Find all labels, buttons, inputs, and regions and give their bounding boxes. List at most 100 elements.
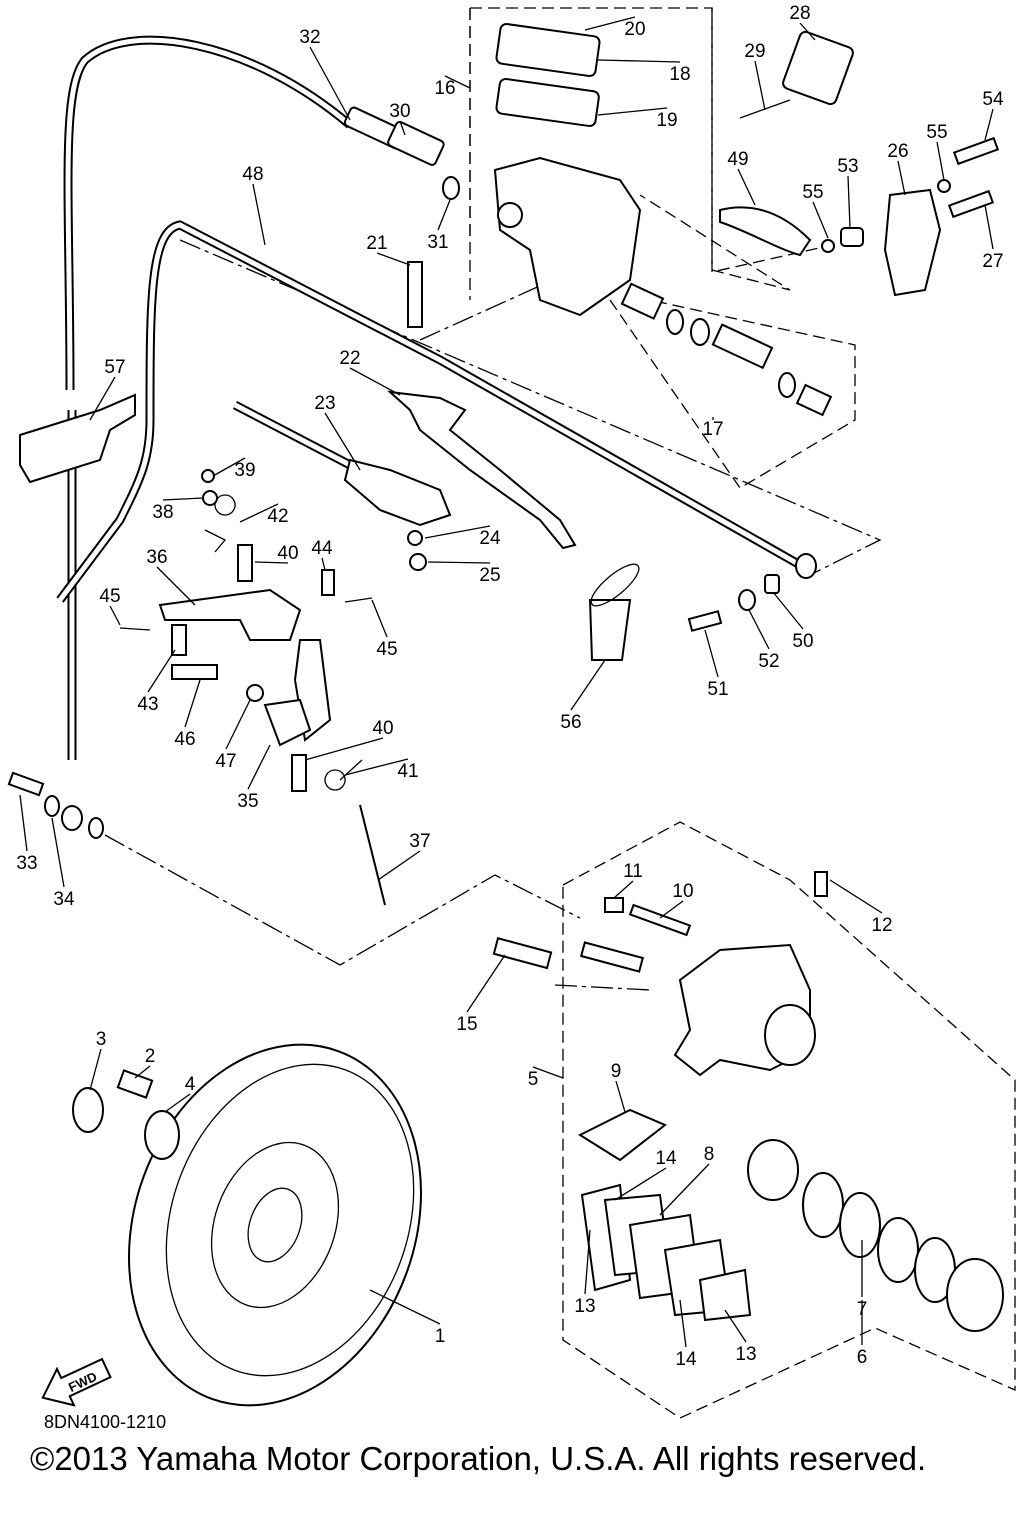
callout-17: 17 [702, 419, 723, 440]
callout-48: 48 [242, 164, 263, 185]
washer-4 [144, 1110, 180, 1160]
collar-53 [840, 227, 864, 247]
callout-11: 11 [623, 861, 643, 882]
leader-line [724, 1309, 747, 1343]
callout-3: 3 [96, 1029, 107, 1050]
callout-18: 18 [669, 64, 690, 85]
callout-6: 6 [857, 1347, 868, 1368]
callout-13: 13 [735, 1344, 756, 1365]
adjuster-30 [387, 120, 445, 166]
bracket-26 [883, 188, 942, 297]
leader-line [399, 120, 406, 136]
leader-line [369, 1289, 441, 1325]
callout-14: 14 [655, 1148, 677, 1169]
lever-holder-23 [343, 458, 452, 527]
leader-line [679, 1299, 687, 1348]
callout-26: 26 [887, 141, 908, 162]
callout-38: 38 [152, 502, 173, 523]
leader-line [466, 954, 506, 1013]
leader-line [659, 900, 684, 919]
callout-42: 42 [267, 506, 288, 527]
pad-spring-9 [577, 1108, 667, 1162]
pin-40 [237, 544, 253, 582]
callout-34: 34 [53, 889, 75, 910]
callout-45: 45 [376, 639, 397, 660]
leader-line [737, 168, 756, 206]
callout-15: 15 [456, 1014, 477, 1035]
callout-13: 13 [574, 1296, 595, 1317]
leader-line [597, 107, 668, 116]
leader-line [614, 1167, 667, 1201]
callout-55: 55 [802, 182, 823, 203]
bleed-screw-12 [814, 871, 828, 897]
callout-36: 36 [146, 547, 167, 568]
callout-21: 21 [366, 233, 387, 254]
callout-46: 46 [174, 729, 195, 750]
callout-25: 25 [479, 565, 500, 586]
leader-line [147, 649, 176, 693]
leader-line [570, 659, 606, 711]
callout-8: 8 [704, 1144, 715, 1165]
piston-group-box-17 [609, 299, 856, 489]
leader-line [584, 16, 636, 31]
leader-line [424, 525, 491, 539]
callout-4: 4 [185, 1074, 196, 1095]
leader-line [254, 561, 289, 564]
callout-2: 2 [145, 1046, 156, 1067]
leader-line [897, 160, 906, 196]
leader-line [247, 744, 271, 790]
leader-line [162, 497, 204, 501]
leader-line [164, 1093, 191, 1113]
leader-line [847, 175, 851, 229]
leader-line [225, 699, 251, 750]
leader-line [799, 22, 816, 41]
callout-22: 22 [339, 348, 360, 369]
leader-line [754, 60, 766, 111]
callout-53: 53 [837, 156, 858, 177]
bolt-46 [171, 664, 218, 680]
callout-35: 35 [237, 791, 258, 812]
callout-47: 47 [215, 751, 236, 772]
leader-line [184, 679, 201, 728]
leader-line [349, 367, 401, 396]
callout-41: 41 [397, 761, 418, 782]
cover-56 [588, 599, 632, 661]
callout-12: 12 [871, 915, 892, 936]
leader-line [239, 503, 279, 523]
fwd-arrow: FWD [41, 1357, 112, 1407]
callout-20: 20 [624, 19, 645, 40]
callout-43: 43 [137, 694, 158, 715]
callout-49: 49 [727, 149, 748, 170]
leader-line [597, 59, 681, 63]
callout-51: 51 [707, 679, 728, 700]
callout-37: 37 [409, 831, 430, 852]
piston-kit [620, 282, 833, 417]
callout-10: 10 [672, 881, 693, 902]
leader-line [377, 850, 421, 881]
circlip-3 [72, 1087, 104, 1133]
bolt-21 [407, 261, 423, 328]
bolt-15 [492, 937, 553, 970]
leader-line [89, 376, 116, 421]
callout-28: 28 [789, 3, 810, 24]
washer-31 [442, 176, 460, 200]
leader-line [984, 204, 994, 250]
group-box-16 [469, 8, 856, 300]
leader-line [51, 817, 65, 888]
callout-52: 52 [758, 651, 779, 672]
callout-29: 29 [744, 41, 765, 62]
leader-line [437, 199, 451, 231]
bolt-51 [687, 610, 723, 632]
pin-10 [628, 903, 692, 937]
leader-line [309, 46, 351, 121]
callout-40: 40 [277, 543, 298, 564]
assembly-line [104, 834, 581, 966]
leader-line [109, 605, 121, 626]
shim-13b [698, 1268, 752, 1322]
callout-1: 1 [435, 1326, 446, 1347]
caliper-group-box-5 [562, 821, 1016, 1419]
leader-line [613, 880, 634, 899]
arm-49 [719, 206, 812, 257]
